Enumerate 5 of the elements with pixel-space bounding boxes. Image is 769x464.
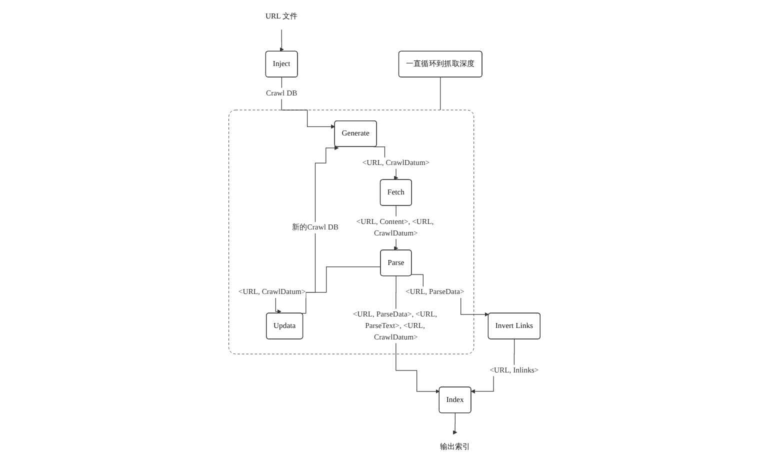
arrow (281, 76, 336, 129)
arrow (280, 29, 284, 52)
connector (440, 76, 441, 110)
cluster (228, 110, 474, 354)
arrow (452, 412, 458, 435)
